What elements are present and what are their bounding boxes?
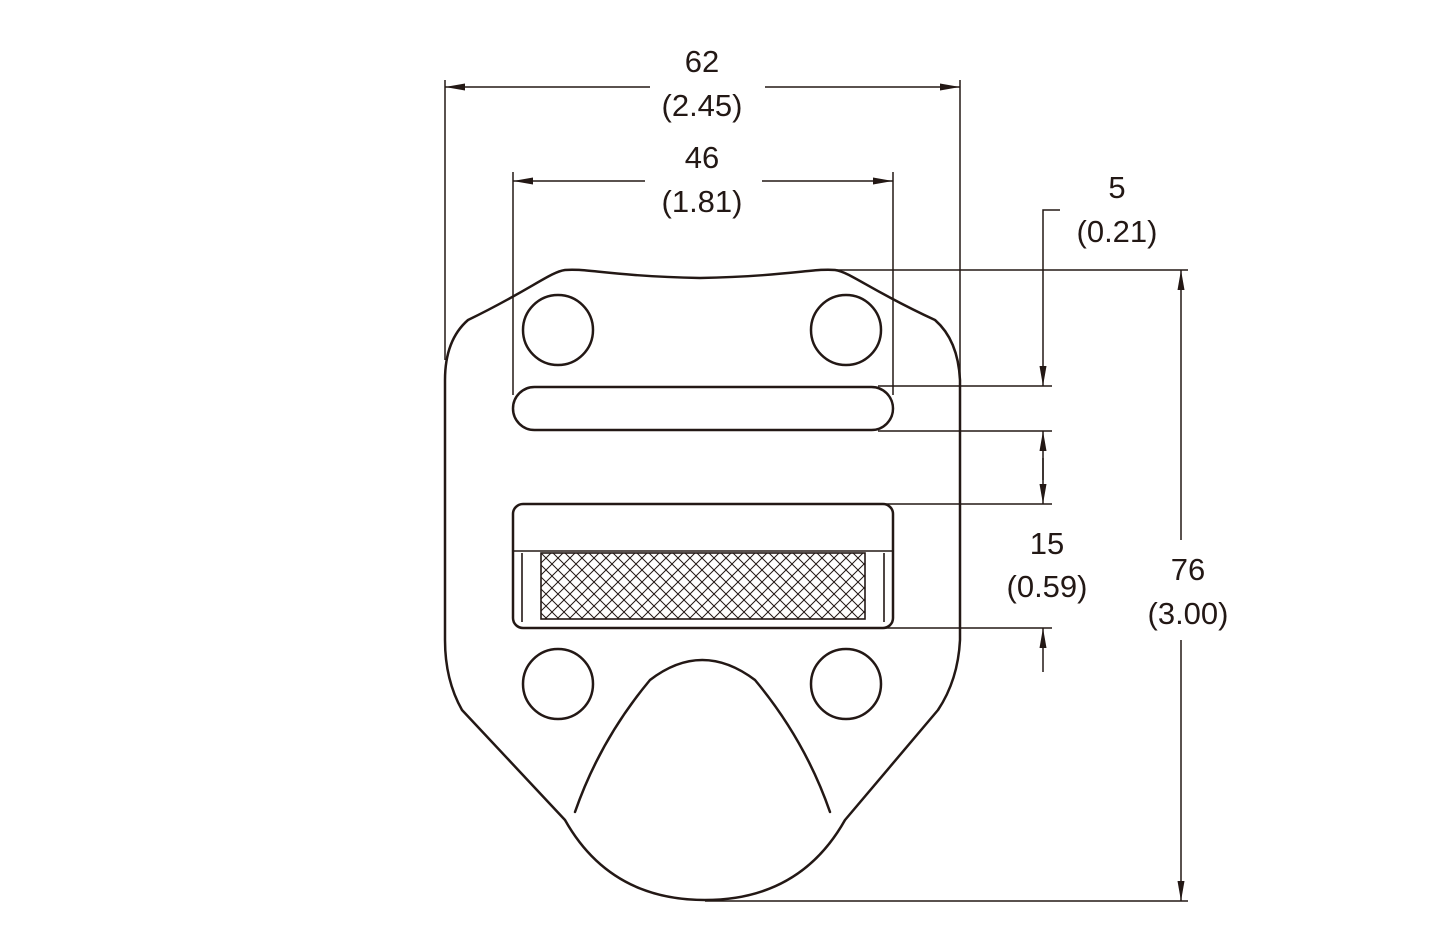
top-right-hole [809,293,883,367]
top-slot [511,385,895,432]
overall-height-in: (3.00) [1148,596,1229,631]
leader-line [1042,209,1060,290]
top-left-hole [521,293,595,367]
dimension-overall-height: 76 (3.00) [705,269,1229,902]
dimension-bar-gap: 15 (0.59) [880,458,1087,672]
slot-height-mm: 5 [1108,170,1125,205]
dimension-overall-width: 62 (2.45) [444,44,961,380]
buckle-outline [443,268,962,902]
bottom-left-hole [521,647,595,721]
bottom-right-hole [809,647,883,721]
slot-height-in: (0.21) [1077,214,1158,249]
bar-gap-in: (0.59) [1007,569,1088,604]
dimension-slot-height: 5 (0.21) [878,170,1157,480]
knurled-grip [540,552,866,620]
overall-width-mm: 62 [685,44,719,79]
dimension-inner-width: 46 (1.81) [512,140,894,395]
adjuster-bar [511,502,895,630]
overall-width-in: (2.45) [662,88,743,123]
inner-width-mm: 46 [685,140,719,175]
overall-height-mm: 76 [1171,552,1205,587]
bar-gap-mm: 15 [1030,526,1064,561]
buckle-part [443,268,962,902]
inner-width-in: (1.81) [662,184,743,219]
thumb-recess [573,658,832,814]
